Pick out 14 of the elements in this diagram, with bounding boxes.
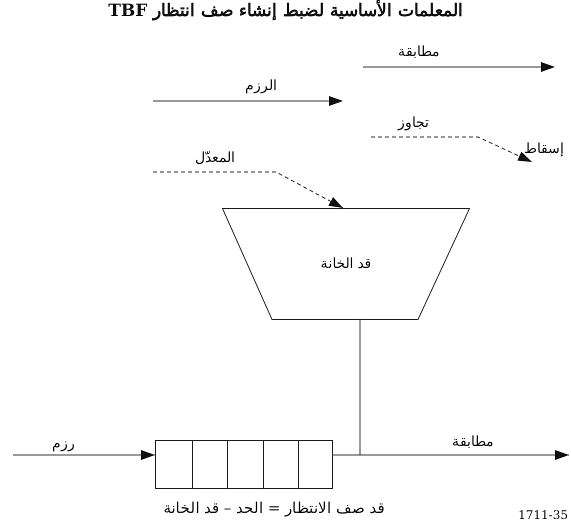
figure-number: 1711-35: [518, 508, 568, 522]
drop-label: إسقاط: [524, 140, 564, 158]
arrow: [370, 136, 532, 162]
bucket-size-label: قد الخانة: [320, 256, 372, 272]
queue-size-caption: قد صف الانتظار = الحد – قد الخانة: [162, 499, 386, 517]
arrow: [332, 450, 570, 460]
queue-box: [155, 440, 333, 489]
arrow-label: الرزم: [245, 78, 277, 95]
edge-label: تجاوز: [398, 115, 429, 132]
edge-label: مطابقة: [452, 434, 494, 451]
edge-label: المعدّل: [195, 150, 235, 167]
arrow-label: مطابقة: [398, 44, 440, 61]
arrow: [12, 450, 156, 460]
arrow: [152, 172, 344, 208]
